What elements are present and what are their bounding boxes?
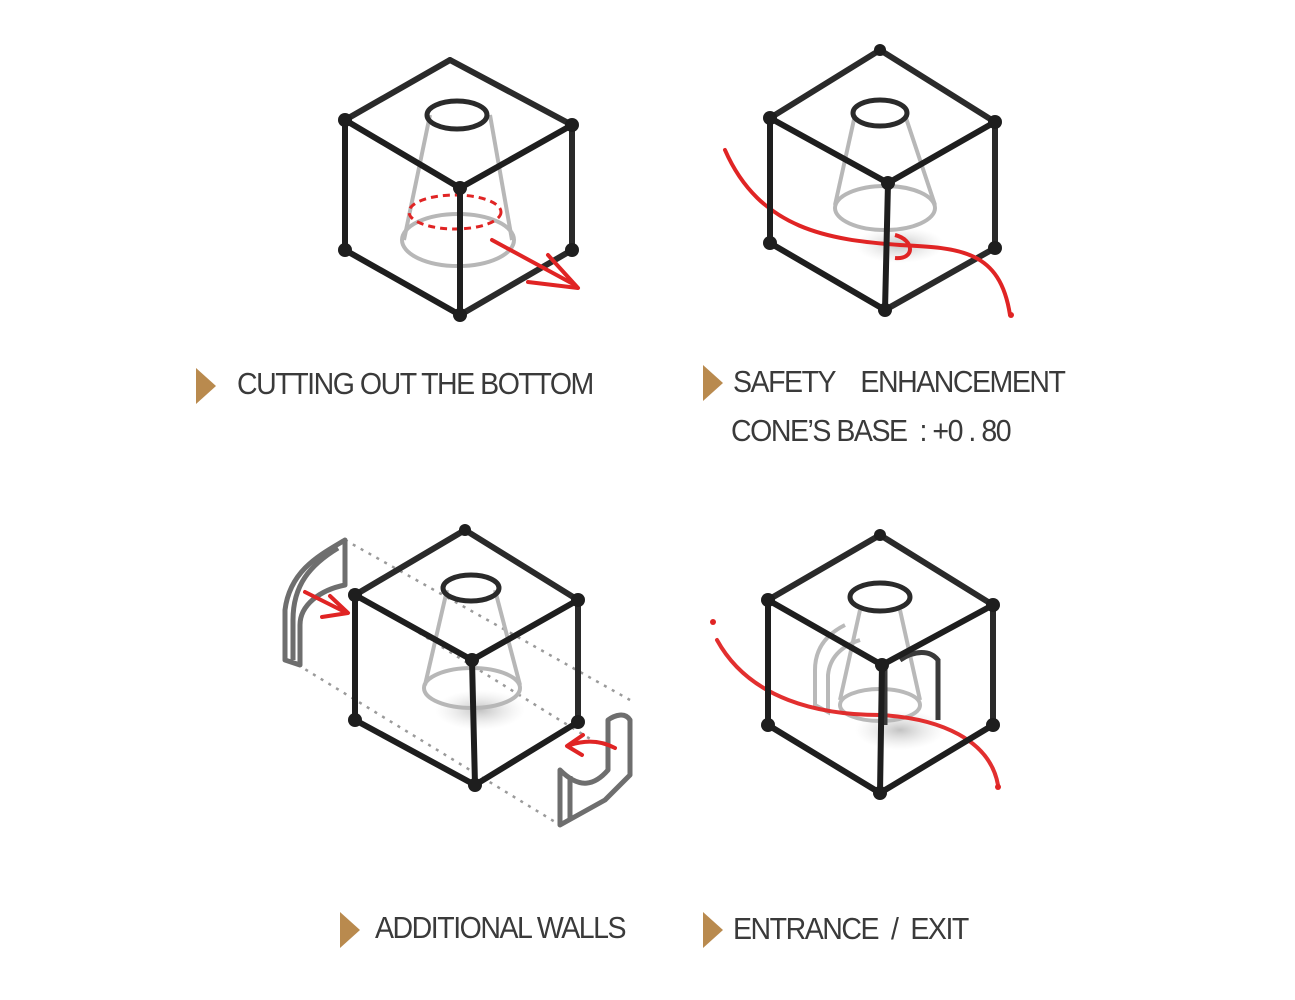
cube-sketch-cutting	[338, 57, 580, 322]
cube-sketch-walls	[282, 524, 633, 828]
triangle-bullet-icon	[340, 912, 360, 948]
triangle-bullet-icon	[703, 912, 723, 948]
subcaption-cone-base: CONE’S BASE : +0 . 80	[731, 413, 1012, 448]
caption-walls: ADDITIONAL WALLS	[375, 910, 627, 945]
caption-entrance: ENTRANCE / EXIT	[733, 911, 969, 946]
caption-cutting: CUTTING OUT THE BOTTOM	[237, 366, 594, 401]
caption-safety: SAFETY ENHANCEMENT	[733, 364, 1066, 399]
triangle-bullet-icon	[703, 365, 723, 401]
triangle-bullet-icon	[196, 368, 216, 404]
cube-sketch-entrance	[710, 529, 1001, 800]
cube-sketch-safety	[723, 44, 1014, 318]
